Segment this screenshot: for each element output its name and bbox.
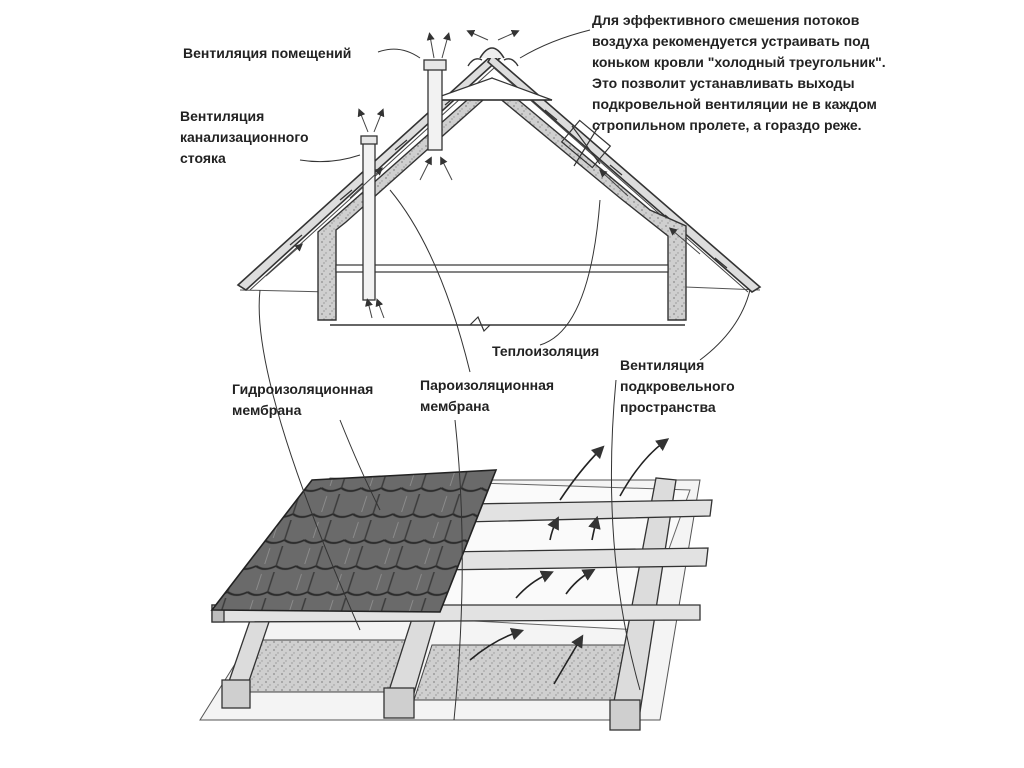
attic-insulation [317,77,687,321]
label-sewer-ventilation: Вентиляция канализационного стояка [180,108,309,166]
leader-roof-vent [610,379,641,691]
leader-vapor-upper [389,189,471,373]
collar-tie [335,264,669,273]
leader-room-vent [377,48,421,59]
roof-covering-right [486,53,762,293]
label-room-ventilation: Вентиляция помещений [183,45,352,61]
leader-roof-vent-upper [699,289,751,361]
battens [211,499,713,623]
sewer-vent-pipe-icon [360,135,378,301]
leader-sewer-vent [299,154,361,163]
cold-triangle [429,77,553,101]
metal-tile-sheet [210,469,498,613]
insulation-slab-2 [413,644,637,701]
label-thermal-insulation: Теплоизоляция [492,343,600,359]
ridge-brace [560,119,612,169]
airflow-arrow-icon [469,438,670,685]
roof-layers-detail [199,189,751,731]
label-vapor-barrier-membrane: Пароизоляционная мембрана [420,377,555,414]
leader-note [519,29,591,59]
label-under-roof-ventilation: Вентиляция подкровельного пространства [620,357,735,415]
leader-vapor [453,419,463,721]
attic-section [236,29,762,346]
room-vent-pipe-icon [423,59,447,151]
label-ridge-note: Для эффективного смешения потоков воздух… [592,12,886,133]
ridge-cap-icon [467,47,519,67]
airflow-arrow-icon [265,29,701,319]
leader-thermal [539,199,601,346]
leader-waterproof-lower [339,419,381,511]
leader-waterproof [258,289,361,631]
label-waterproofing-membrane: Гидроизоляционная мембрана [232,381,374,418]
